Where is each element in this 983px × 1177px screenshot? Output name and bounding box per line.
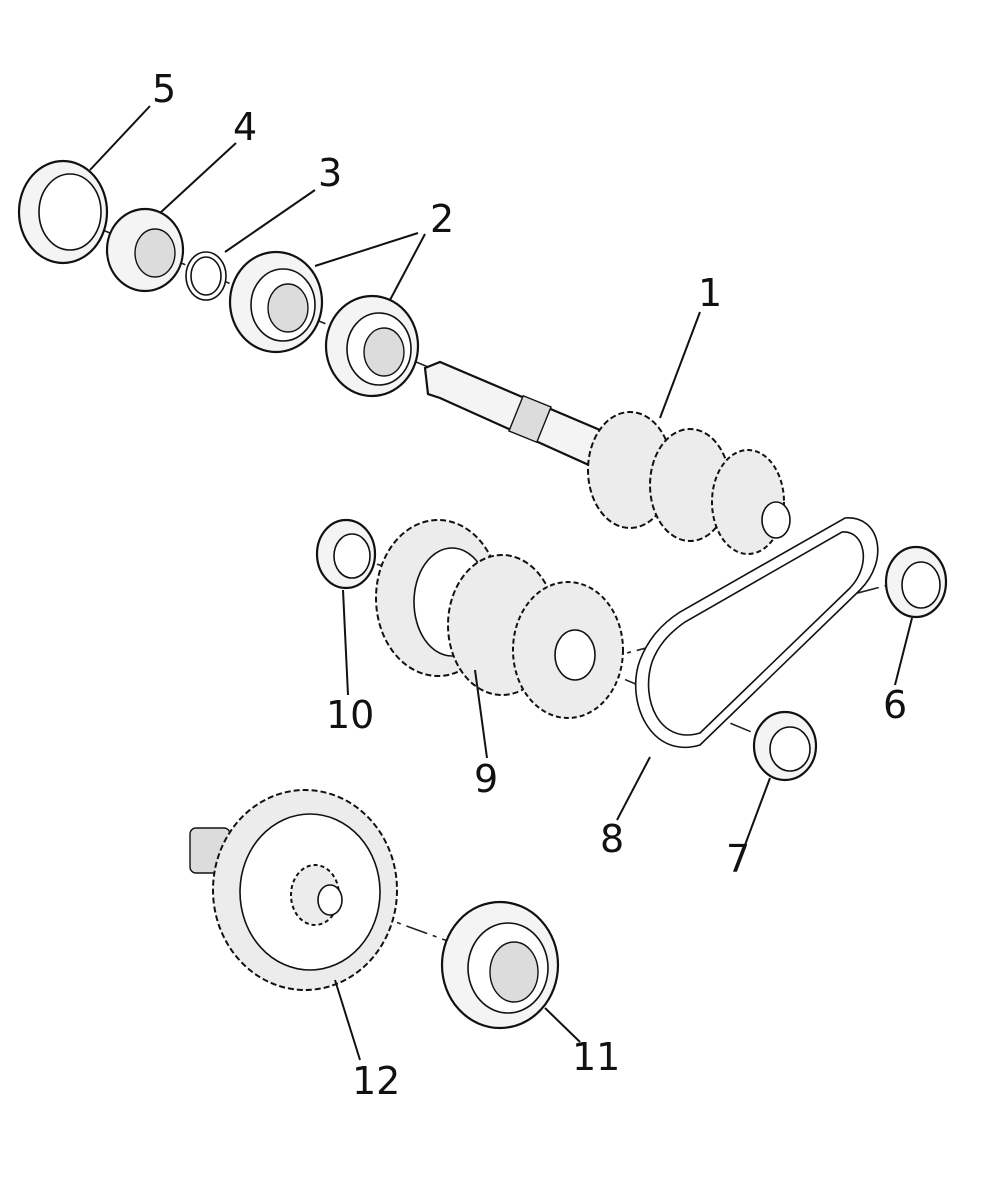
snap-ring-part-3 (185, 251, 227, 301)
callout-8: 8 (600, 817, 624, 861)
leader-line-2a (314, 232, 419, 267)
bearing-part-2b (324, 294, 420, 398)
callout-6: 6 (883, 683, 907, 727)
bearing-part-2a (228, 250, 324, 354)
leader-line-4 (159, 142, 237, 214)
callout-11: 11 (572, 1035, 620, 1079)
callout-9: 9 (474, 757, 498, 801)
bearing-part-11 (440, 900, 560, 1030)
leader-line-3 (224, 189, 316, 253)
leader-line-6 (894, 617, 913, 686)
main-shaft-part-1 (423, 360, 791, 555)
bushing-part-4 (105, 207, 185, 293)
seal-ring-part-5 (17, 159, 109, 265)
leader-line-7 (744, 777, 771, 846)
callout-4: 4 (233, 105, 257, 149)
gear-cluster-part-9 (375, 519, 624, 719)
large-gear-part-12 (189, 789, 398, 991)
callout-3: 3 (318, 151, 342, 195)
callout-1: 1 (698, 271, 722, 315)
leader-line-11 (544, 1007, 581, 1043)
callout-12: 12 (352, 1059, 400, 1103)
bearing-part-7 (752, 710, 818, 782)
bearing-part-10 (315, 518, 377, 590)
callout-10: 10 (326, 693, 374, 737)
callout-5: 5 (152, 67, 176, 111)
callout-7: 7 (726, 837, 750, 881)
leader-line-2b (389, 233, 426, 301)
chain-part-8 (635, 517, 879, 748)
bearing-part-6 (884, 545, 948, 619)
leader-line-10 (342, 589, 349, 696)
leader-line-9 (474, 669, 488, 759)
leader-line-5 (89, 105, 151, 171)
callout-2: 2 (430, 197, 454, 241)
leader-line-8 (616, 756, 651, 821)
leader-line-1 (659, 311, 701, 419)
leader-line-12 (334, 979, 361, 1061)
